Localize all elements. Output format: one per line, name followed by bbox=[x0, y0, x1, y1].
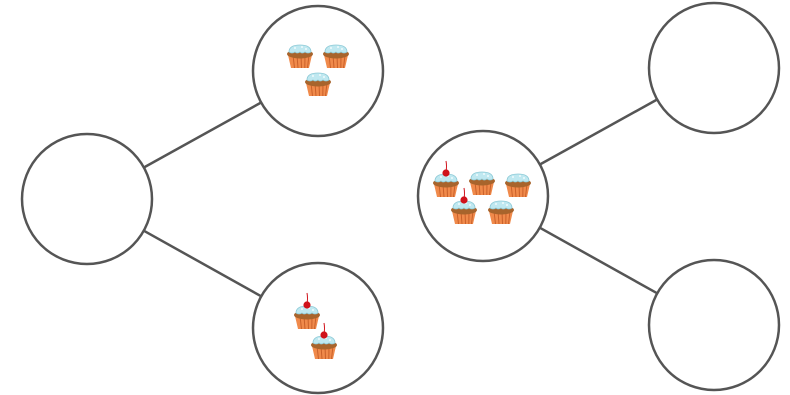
cupcake-icon bbox=[286, 44, 314, 69]
connector-line-top bbox=[539, 98, 658, 166]
part-circle-top-outline bbox=[647, 1, 781, 135]
cupcake-icon bbox=[487, 200, 515, 225]
cupcake-icon bbox=[322, 44, 350, 69]
part-circle-top[interactable] bbox=[251, 4, 385, 138]
cupcake-icon bbox=[304, 72, 332, 97]
whole-circle[interactable] bbox=[20, 132, 154, 266]
whole-circle-outline bbox=[20, 132, 154, 266]
part-circle-bottom-outline bbox=[647, 258, 781, 392]
part-circle-bottom[interactable] bbox=[251, 261, 385, 395]
left-number-bond bbox=[20, 4, 385, 395]
connector-line-top bbox=[143, 101, 262, 169]
cupcake-icon bbox=[468, 171, 496, 196]
part-circle-bottom[interactable] bbox=[647, 258, 781, 392]
part-circle-bottom-outline bbox=[251, 261, 385, 395]
part-circle-top-outline bbox=[251, 4, 385, 138]
connector-line-bottom bbox=[539, 226, 658, 295]
whole-circle[interactable] bbox=[416, 129, 550, 263]
part-circle-top[interactable] bbox=[647, 1, 781, 135]
right-number-bond bbox=[416, 1, 781, 392]
connector-line-bottom bbox=[143, 229, 262, 298]
cupcake-icon bbox=[504, 173, 532, 198]
whole-circle-outline bbox=[416, 129, 550, 263]
